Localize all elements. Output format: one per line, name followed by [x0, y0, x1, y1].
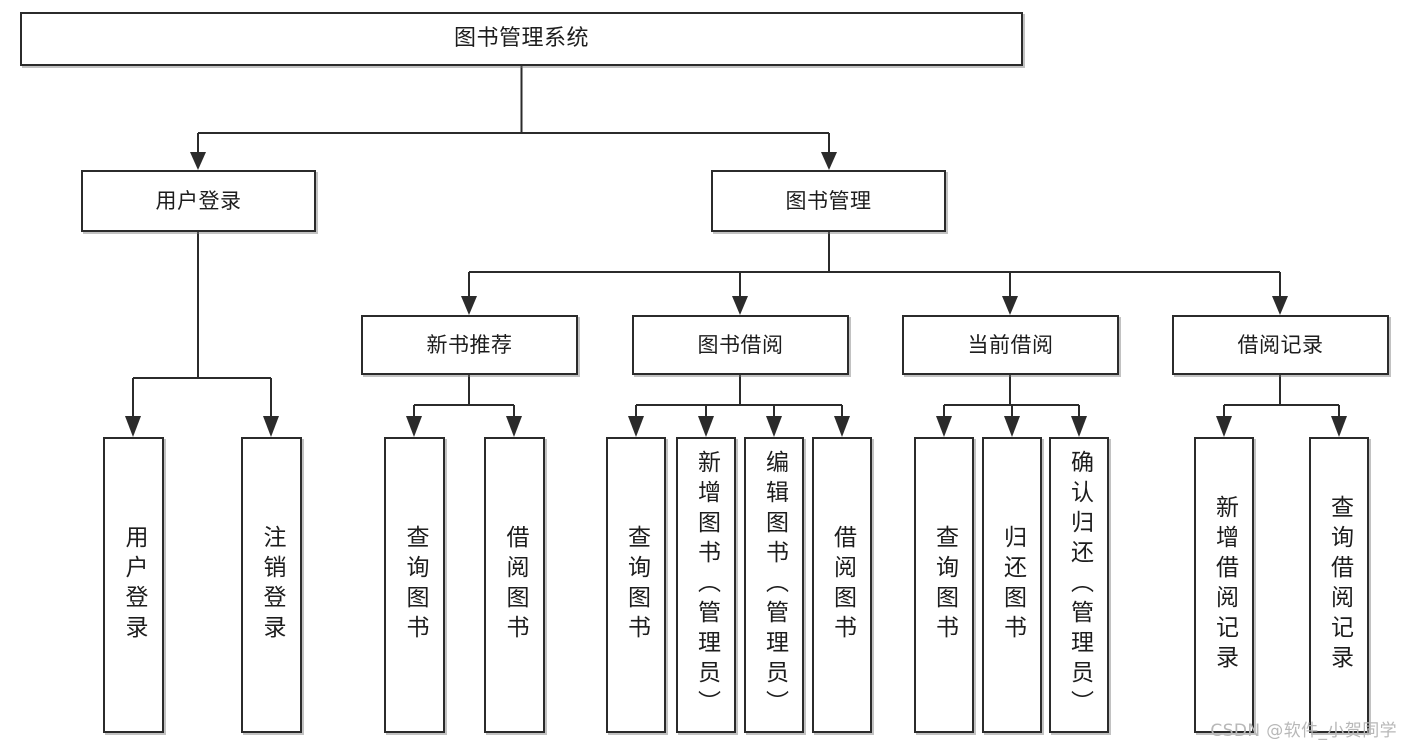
leaf-borrow-record-add-record[interactable]: 新增借阅记录 [1194, 437, 1254, 733]
leaf-user-login-logout[interactable]: 注销登录 [241, 437, 302, 733]
arrowhead-bookborrow-leaf-1 [628, 416, 644, 437]
arrowhead-bookborrow-leaf-3 [766, 416, 782, 437]
arrowhead-borrowrecord-leaf-2 [1331, 416, 1347, 437]
arrowhead-currentborrow-leaf-2 [1004, 416, 1020, 437]
arrowhead-newbook-leaf-2 [506, 416, 522, 437]
arrowhead-bookmgmt [821, 152, 837, 170]
node-book-borrow[interactable]: 图书借阅 [632, 315, 849, 375]
node-label: 编辑图书（管理员） [761, 450, 788, 720]
node-label: 借阅记录 [1237, 332, 1324, 357]
arrowhead-userlogin-leaf-2 [263, 416, 279, 437]
leaf-new-book-borrow-book[interactable]: 借阅图书 [484, 437, 545, 733]
leaf-book-borrow-add-book-admin[interactable]: 新增图书（管理员） [676, 437, 736, 733]
node-label: 借阅图书 [829, 525, 856, 645]
node-label: 用户登录 [155, 188, 242, 213]
node-label: 查询图书 [623, 525, 650, 645]
leaf-book-borrow-edit-book-admin[interactable]: 编辑图书（管理员） [744, 437, 804, 733]
leaf-current-borrow-return-book[interactable]: 归还图书 [982, 437, 1042, 733]
node-label: 新书推荐 [426, 332, 513, 357]
watermark-text: CSDN @软件_小贺同学 [1210, 721, 1397, 741]
node-label: 图书借阅 [697, 332, 784, 357]
leaf-current-borrow-confirm-return-admin[interactable]: 确认归还（管理员） [1049, 437, 1109, 733]
arrowhead-currentborrow-leaf-3 [1071, 416, 1087, 437]
node-user-login[interactable]: 用户登录 [81, 170, 316, 232]
arrowhead-bookborrow-leaf-2 [698, 416, 714, 437]
node-label: 查询借阅记录 [1326, 495, 1353, 675]
arrowhead-bookborrow-leaf-4 [834, 416, 850, 437]
node-borrow-record[interactable]: 借阅记录 [1172, 315, 1389, 375]
arrowhead-current-borrow [1002, 296, 1018, 315]
arrowhead-userlogin-leaf-1 [125, 416, 141, 437]
arrowhead-currentborrow-leaf-1 [936, 416, 952, 437]
node-label: 用户登录 [121, 525, 147, 645]
node-label: 新增借阅记录 [1211, 495, 1238, 675]
node-label: 确认归还（管理员） [1066, 450, 1093, 720]
leaf-book-borrow-borrow-book[interactable]: 借阅图书 [812, 437, 872, 733]
node-label: 图书管理 [785, 188, 872, 213]
arrowhead-new-book [461, 296, 477, 315]
node-new-book-recommend[interactable]: 新书推荐 [361, 315, 578, 375]
node-label: 注销登录 [259, 525, 285, 645]
arrowhead-newbook-leaf-1 [406, 416, 422, 437]
node-root-book-management-system[interactable]: 图书管理系统 [20, 12, 1023, 66]
leaf-current-borrow-query-book[interactable]: 查询图书 [914, 437, 974, 733]
leaf-borrow-record-query-record[interactable]: 查询借阅记录 [1309, 437, 1369, 733]
node-label: 查询图书 [931, 525, 958, 645]
node-label: 查询图书 [402, 525, 428, 645]
node-label: 借阅图书 [502, 525, 528, 645]
node-current-borrow[interactable]: 当前借阅 [902, 315, 1119, 375]
leaf-user-login-login[interactable]: 用户登录 [103, 437, 164, 733]
arrowhead-borrowrecord-leaf-1 [1216, 416, 1232, 437]
node-label: 图书管理系统 [453, 26, 589, 52]
arrowhead-book-borrow [732, 296, 748, 315]
leaf-book-borrow-query-book[interactable]: 查询图书 [606, 437, 666, 733]
node-label: 当前借阅 [967, 332, 1054, 357]
leaf-new-book-query-book[interactable]: 查询图书 [384, 437, 445, 733]
arrowhead-borrow-record [1272, 296, 1288, 315]
node-label: 归还图书 [999, 525, 1026, 645]
arrowhead-userlogin [190, 152, 206, 170]
node-book-management[interactable]: 图书管理 [711, 170, 946, 232]
node-label: 新增图书（管理员） [693, 450, 720, 720]
